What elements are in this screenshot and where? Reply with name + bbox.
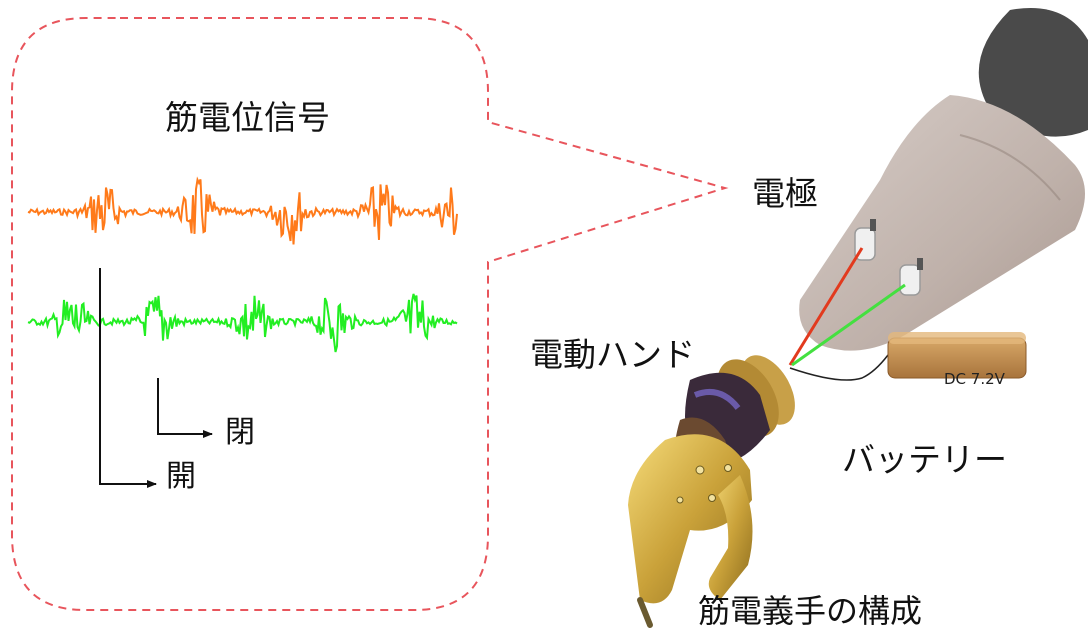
electric-hand-image — [628, 355, 795, 628]
forearm-image — [799, 8, 1088, 351]
emg-green-trace — [27, 293, 458, 353]
red-wire — [788, 247, 864, 366]
close-event-arrow — [157, 378, 213, 438]
emg-signal-label: 筋電位信号 — [165, 98, 330, 137]
battery-voltage-label: DC 7.2V — [944, 370, 1005, 388]
emg-orange-trace — [27, 176, 458, 245]
open-label: 開 — [166, 459, 196, 494]
battery-label: バッテリー — [842, 440, 1007, 479]
electrode-label: 電極 — [752, 174, 818, 213]
battery-cable — [789, 354, 889, 381]
open-event-arrow — [99, 268, 157, 488]
electric-hand-label: 電動ハンド — [530, 335, 695, 374]
green-wire — [791, 283, 906, 367]
close-label: 閉 — [225, 415, 255, 450]
callout-bubble — [11, 17, 729, 611]
battery-icon — [887, 332, 1027, 379]
diagram-caption: 筋電義手の構成 — [698, 592, 923, 630]
